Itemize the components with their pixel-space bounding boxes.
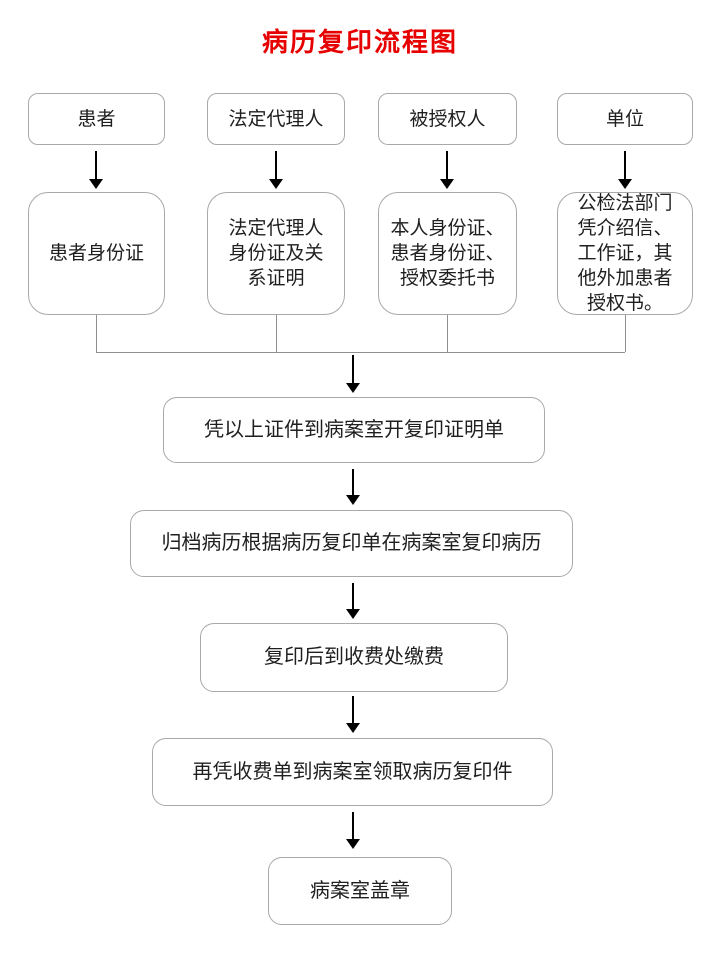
- node-source-legal-representative: 法定代理人: [207, 93, 345, 145]
- node-step-collect-copies: 再凭收费单到病案室领取病历复印件: [152, 738, 553, 806]
- node-step-stamp: 病案室盖章: [268, 857, 452, 925]
- down-arrow-icon: [440, 151, 454, 189]
- node-step-open-copy-certificate: 凭以上证件到病案室开复印证明单: [163, 397, 545, 463]
- down-arrow-icon: [346, 812, 360, 849]
- node-documents-authorized-person: 本人身份证、 患者身份证、 授权委托书: [378, 192, 517, 315]
- node-step-pay-fees: 复印后到收费处缴费: [200, 623, 508, 692]
- connector-line: [96, 315, 97, 352]
- node-source-patient: 患者: [28, 93, 165, 145]
- node-documents-legal-representative: 法定代理人 身份证及关 系证明: [207, 192, 345, 315]
- connector-line: [625, 315, 626, 352]
- down-arrow-icon: [346, 355, 360, 393]
- node-documents-organization: 公检法部门 凭介绍信、 工作证，其 他外加患者 授权书。: [557, 192, 693, 315]
- down-arrow-icon: [269, 151, 283, 189]
- down-arrow-icon: [618, 151, 632, 189]
- node-documents-patient: 患者身份证: [28, 192, 165, 315]
- down-arrow-icon: [346, 583, 360, 619]
- down-arrow-icon: [89, 151, 103, 189]
- down-arrow-icon: [346, 696, 360, 733]
- node-source-organization: 单位: [557, 93, 693, 145]
- connector-line: [447, 315, 448, 352]
- down-arrow-icon: [346, 469, 360, 505]
- page-title: 病历复印流程图: [261, 28, 458, 57]
- connector-line: [276, 315, 277, 352]
- connector-line: [96, 352, 625, 353]
- node-step-copy-records: 归档病历根据病历复印单在病案室复印病历: [130, 510, 573, 577]
- node-source-authorized-person: 被授权人: [378, 93, 517, 145]
